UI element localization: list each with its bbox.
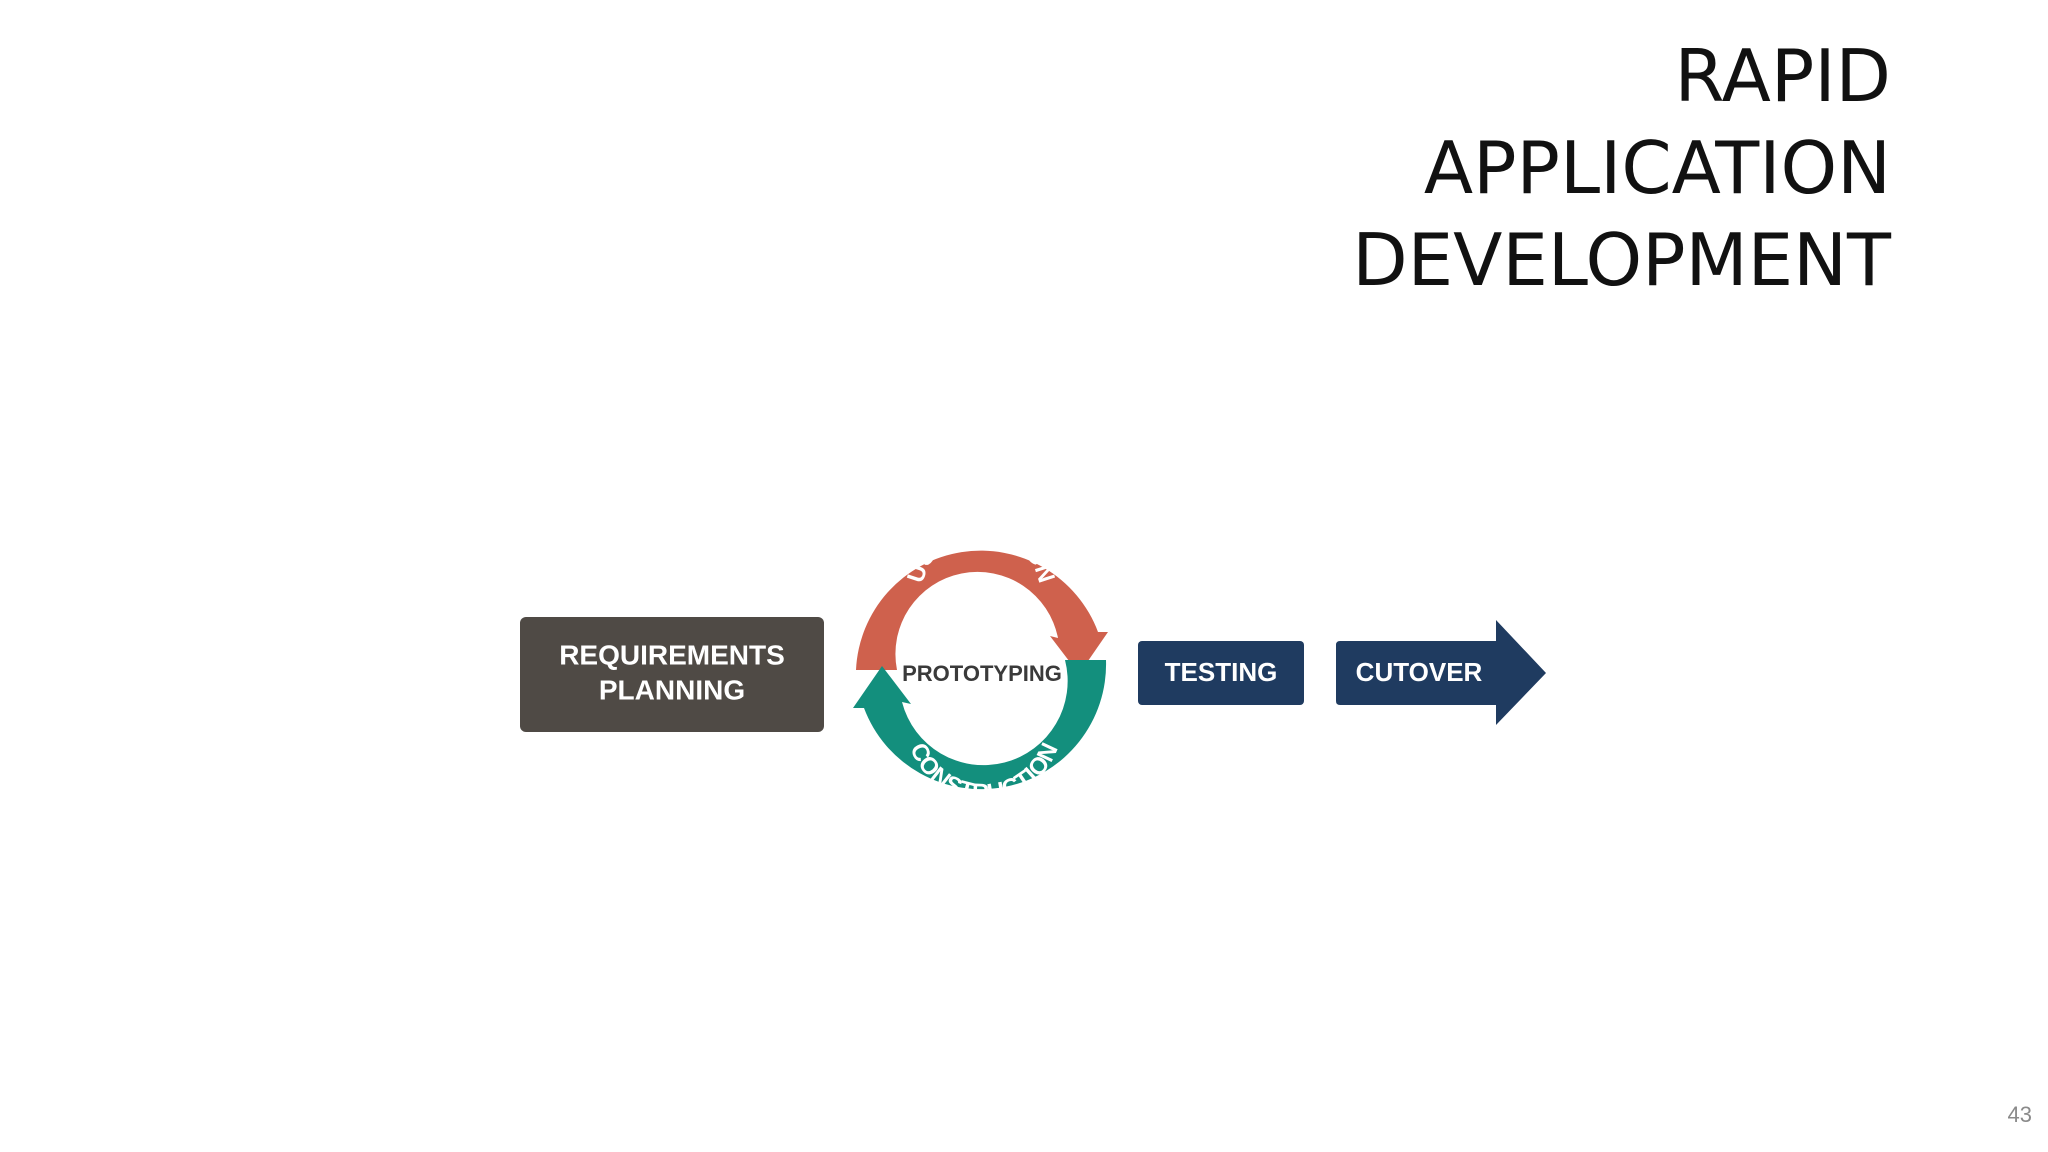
construction-arc-shape: [853, 660, 1107, 790]
title-line-1: RAPID: [1674, 34, 1891, 118]
user-design-arc: USER DESIGN: [856, 514, 1108, 674]
title-line-2: APPLICATION: [1423, 126, 1891, 210]
cutover-arrow: CUTOVER: [1336, 620, 1546, 725]
title-line-3: DEVELOPMENT: [1352, 218, 1891, 302]
requirements-planning-box: REQUIREMENTS PLANNING: [520, 617, 824, 732]
cutover-label: CUTOVER: [1356, 657, 1483, 687]
slide-title: RAPID APPLICATION DEVELOPMENT: [1352, 30, 1891, 306]
page-number: 43: [2007, 1102, 2032, 1127]
testing-box: TESTING: [1138, 641, 1304, 705]
prototyping-label: PROTOTYPING: [902, 661, 1062, 686]
cutover-arrow-shape: [1336, 620, 1546, 725]
user-design-label: USER DESIGN: [902, 514, 1060, 586]
requirements-label-line2: PLANNING: [599, 674, 745, 705]
requirements-label-line1: REQUIREMENTS: [559, 639, 785, 670]
testing-rect: [1138, 641, 1304, 705]
user-design-arc-shape: [856, 550, 1108, 674]
user-design-textpath: USER DESIGN: [902, 514, 1060, 586]
testing-label: TESTING: [1165, 657, 1278, 687]
requirements-planning-rect: [520, 617, 824, 732]
